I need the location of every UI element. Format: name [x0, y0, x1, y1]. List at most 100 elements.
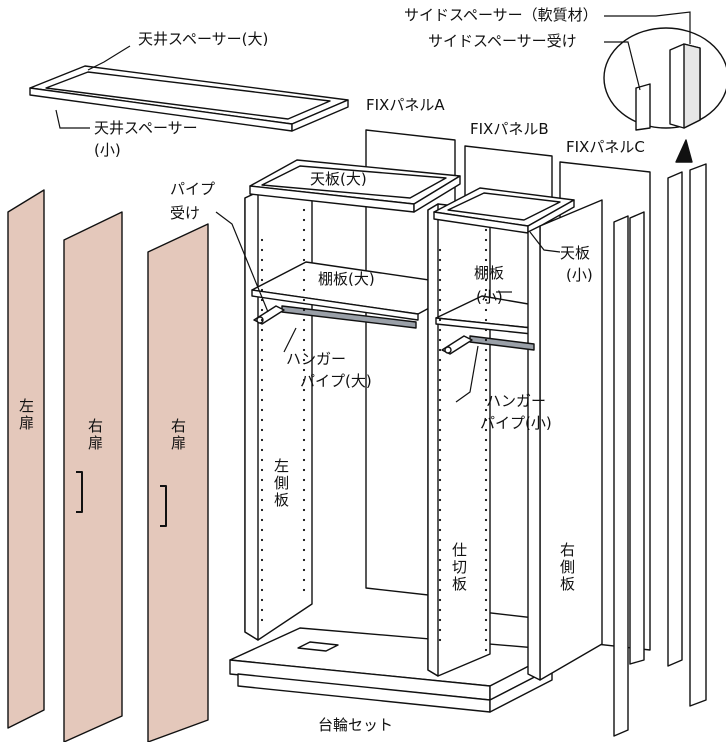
- pin-hole: [438, 498, 442, 502]
- label-top-board-small-2: (小): [566, 266, 593, 284]
- pin-hole: [302, 328, 306, 332]
- pin-hole: [438, 578, 442, 582]
- left-side-board: [244, 191, 313, 641]
- pin-hole: [302, 238, 306, 242]
- pin-hole: [260, 428, 264, 432]
- pin-hole: [260, 538, 264, 542]
- pin-hole: [438, 438, 442, 442]
- pin-hole: [484, 638, 488, 642]
- pin-hole: [302, 428, 306, 432]
- pin-hole: [484, 598, 488, 602]
- right-side-board: [527, 199, 603, 681]
- pin-hole: [260, 498, 264, 502]
- pin-hole: [438, 338, 442, 342]
- pin-hole: [302, 298, 306, 302]
- right-door-panel-1: [63, 211, 123, 742]
- pin-hole: [302, 548, 306, 552]
- pin-hole: [484, 588, 488, 592]
- pin-hole: [302, 338, 306, 342]
- pin-hole: [302, 398, 306, 402]
- pin-hole: [260, 248, 264, 252]
- pin-hole: [484, 538, 488, 542]
- zoom-inset: [603, 27, 726, 131]
- pin-hole: [302, 268, 306, 272]
- pin-hole: [260, 278, 264, 282]
- pin-hole: [302, 488, 306, 492]
- pin-hole: [438, 308, 442, 312]
- pin-hole: [260, 508, 264, 512]
- pin-hole: [302, 248, 306, 252]
- pin-hole: [302, 348, 306, 352]
- pin-hole: [438, 388, 442, 392]
- pointer-arrow: [675, 139, 693, 163]
- label-hanger-pipe-large-2: パイプ(大): [300, 372, 372, 390]
- pin-hole: [438, 358, 442, 362]
- pin-hole: [484, 518, 488, 522]
- label-shelf-large: 棚板(大): [318, 270, 375, 288]
- pin-hole: [484, 258, 488, 262]
- pin-hole: [438, 598, 442, 602]
- pin-hole: [260, 598, 264, 602]
- pin-hole: [484, 228, 488, 232]
- pin-hole: [302, 368, 306, 372]
- pin-hole: [484, 508, 488, 512]
- pin-hole: [438, 348, 442, 352]
- pin-hole: [438, 458, 442, 462]
- pin-hole: [302, 408, 306, 412]
- pin-hole: [484, 618, 488, 622]
- pin-hole: [484, 388, 488, 392]
- pin-hole: [484, 558, 488, 562]
- pin-hole: [260, 408, 264, 412]
- pin-hole: [302, 448, 306, 452]
- pin-hole: [438, 548, 442, 552]
- pin-hole: [438, 398, 442, 402]
- pin-hole: [260, 348, 264, 352]
- pin-hole: [302, 498, 306, 502]
- pin-hole: [302, 258, 306, 262]
- pin-hole: [438, 538, 442, 542]
- pin-hole: [260, 558, 264, 562]
- pin-hole: [484, 408, 488, 412]
- pin-hole: [260, 378, 264, 382]
- top-board-small: [433, 187, 575, 234]
- pin-hole: [302, 468, 306, 472]
- pin-hole: [438, 628, 442, 632]
- shelf-pin-holes: [260, 208, 488, 652]
- pin-hole: [260, 548, 264, 552]
- pin-hole: [302, 458, 306, 462]
- pin-hole: [484, 238, 488, 242]
- pin-hole: [484, 348, 488, 352]
- pin-hole: [260, 268, 264, 272]
- label-fix-panel-a: FIXパネルA: [366, 96, 445, 114]
- label-top-spacer-large: 天井スペーサー(大): [138, 30, 269, 48]
- label-top-board-large: 天板(大): [310, 170, 367, 188]
- pin-hole: [302, 218, 306, 222]
- label-partition-board: 仕切板: [450, 542, 468, 593]
- pin-hole: [302, 508, 306, 512]
- label-right-door-2: 右扉: [169, 418, 187, 452]
- pin-hole: [260, 488, 264, 492]
- label-left-door: 左扉: [17, 398, 35, 432]
- pin-hole: [438, 258, 442, 262]
- base-set: [229, 627, 561, 713]
- label-top-spacer-small-1: 天井スペーサー: [94, 119, 198, 137]
- pin-hole: [484, 608, 488, 612]
- pin-hole: [438, 278, 442, 282]
- pin-hole: [438, 418, 442, 422]
- label-hanger-pipe-small-2: パイプ(小): [480, 414, 552, 432]
- right-door-panel-2: [147, 223, 209, 742]
- top-spacer-large-frame: [29, 65, 349, 132]
- pin-hole: [260, 338, 264, 342]
- pin-hole: [438, 638, 442, 642]
- pin-hole: [484, 248, 488, 252]
- label-left-side-board: 左側板: [272, 458, 290, 509]
- pin-hole: [484, 548, 488, 552]
- label-side-spacer-soft: サイドスペーサー（軟質材）: [404, 6, 598, 24]
- pin-hole: [438, 448, 442, 452]
- pin-hole: [484, 448, 488, 452]
- pin-hole: [438, 248, 442, 252]
- pin-hole: [260, 568, 264, 572]
- pin-hole: [260, 468, 264, 472]
- pin-hole: [438, 288, 442, 292]
